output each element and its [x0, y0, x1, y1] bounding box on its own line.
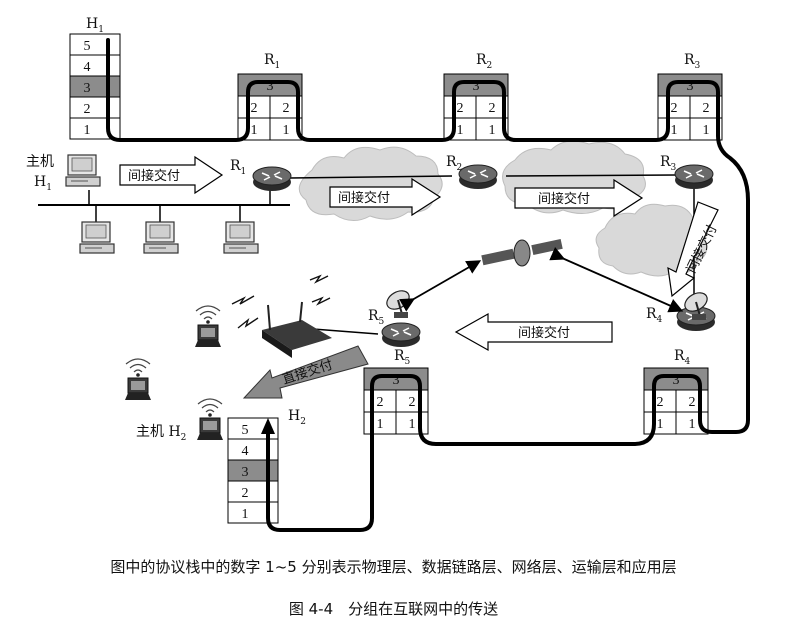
- stack-h2-title: H2: [288, 408, 306, 427]
- indirect-delivery-arrow: 间接交付: [454, 312, 613, 352]
- layer-2-cell: 2: [457, 101, 464, 116]
- layer-2-cell: 2: [657, 395, 664, 410]
- layer-5-cell: 5: [84, 39, 91, 54]
- svg-text:主机: 主机: [26, 154, 54, 170]
- layer-3-cell: 3: [673, 373, 680, 388]
- layer-4-cell: 4: [242, 444, 249, 459]
- computer-icon: [79, 221, 115, 254]
- caption-description: 图中的协议栈中的数字 1~5 分别表示物理层、数据链路层、网络层、运输层和应用层: [110, 558, 677, 576]
- svg-text:直接交付: 直接交付: [280, 357, 334, 388]
- link-r1-r2: [289, 175, 453, 179]
- layer-3-cell: 3: [267, 79, 274, 94]
- layer-1-cell: 1: [489, 123, 496, 138]
- svg-text:主机 H2: 主机 H2: [136, 424, 186, 443]
- layer-1-cell: 1: [409, 417, 416, 432]
- layer-3-cell: 3: [84, 81, 91, 96]
- router-r2-label: R2: [446, 154, 462, 173]
- svg-text:间接交付: 间接交付: [338, 190, 390, 206]
- link-r2-r3: [505, 174, 677, 177]
- layer-1-cell: 1: [84, 123, 91, 138]
- layer-3-cell: 3: [687, 79, 694, 94]
- layer-1-cell: 1: [657, 417, 664, 432]
- host-h2-label: 主机 H2: [136, 424, 186, 443]
- layer-1-cell: 1: [251, 123, 258, 138]
- laptop-icon: [124, 358, 152, 401]
- computer-icon: [65, 154, 101, 187]
- layer-2-cell: 2: [703, 101, 710, 116]
- router-icon: [674, 164, 714, 190]
- router-r5-label: R5: [368, 308, 385, 327]
- lightning-icon: [231, 274, 331, 329]
- satellite-link-r4: [549, 247, 684, 313]
- router-icon: [252, 166, 292, 192]
- layer-1-cell: 1: [671, 123, 678, 138]
- computer-icon: [143, 221, 179, 254]
- layer-2-cell: 2: [283, 101, 290, 116]
- wireless-ap-icon: [262, 301, 332, 358]
- laptop-icon: [196, 398, 224, 441]
- indirect-delivery-arrow: 间接交付: [119, 155, 224, 195]
- layer-2-cell: 2: [489, 101, 496, 116]
- figure-title: 图 4-4 分组在互联网中的传送: [288, 600, 499, 618]
- layer-1-cell: 1: [242, 507, 249, 522]
- router-icon: [458, 164, 498, 190]
- layer-5-cell: 5: [242, 423, 249, 438]
- satellite-icon: [481, 238, 563, 267]
- layer-1-cell: 1: [689, 417, 696, 432]
- svg-text:间接交付: 间接交付: [128, 168, 180, 184]
- layer-2-cell: 2: [689, 395, 696, 410]
- stack-r4-title: R4: [674, 348, 691, 367]
- indirect-delivery-arrow: 间接交付: [329, 177, 442, 217]
- svg-text:H1: H1: [34, 174, 52, 193]
- packet-path: [106, 38, 750, 532]
- protocol-stack-h1: 5 4 3 2 1: [69, 33, 121, 140]
- indirect-delivery-arrow: 间接交付: [514, 178, 644, 218]
- satellite-link-r5: [399, 260, 482, 312]
- svg-text:间接交付: 间接交付: [538, 191, 590, 207]
- layer-1-cell: 1: [457, 123, 464, 138]
- layer-2-cell: 2: [377, 395, 384, 410]
- path-arrowhead: [261, 418, 275, 434]
- host-h1-label: 主机 H1: [26, 154, 54, 193]
- router-r4-label: R4: [646, 306, 663, 325]
- router-icon: [381, 322, 421, 348]
- stack-r1-title: R1: [264, 52, 280, 71]
- svg-text:间接交付: 间接交付: [518, 325, 570, 341]
- layer-1-cell: 1: [703, 123, 710, 138]
- direct-delivery-arrow: 直接交付: [242, 345, 369, 399]
- satellite-dish-icon: [382, 286, 414, 319]
- stack-h1-title: H1: [86, 16, 104, 35]
- stack-r5-title: R5: [394, 348, 411, 367]
- stack-r2-title: R2: [476, 52, 492, 71]
- layer-1-cell: 1: [377, 417, 384, 432]
- layer-3-cell: 3: [393, 373, 400, 388]
- router-r3-label: R3: [660, 154, 677, 173]
- layer-2-cell: 2: [409, 395, 416, 410]
- layer-2-cell: 2: [242, 486, 249, 501]
- router-r1-label: R1: [230, 158, 246, 177]
- layer-2-cell: 2: [84, 102, 91, 117]
- layer-1-cell: 1: [283, 123, 290, 138]
- protocol-stack-h2: 5 4 3 2 1: [227, 417, 279, 524]
- laptop-icon: [194, 305, 222, 348]
- layer-2-cell: 2: [671, 101, 678, 116]
- protocol-stack-r2: 32 2 1 1: [443, 73, 509, 141]
- layer-2-cell: 2: [251, 101, 258, 116]
- computer-icon: [223, 221, 259, 254]
- layer-4-cell: 4: [84, 60, 91, 75]
- layer-3-cell: 3: [473, 79, 480, 94]
- stack-r3-title: R3: [684, 52, 701, 71]
- layer-3-cell: 3: [242, 465, 249, 480]
